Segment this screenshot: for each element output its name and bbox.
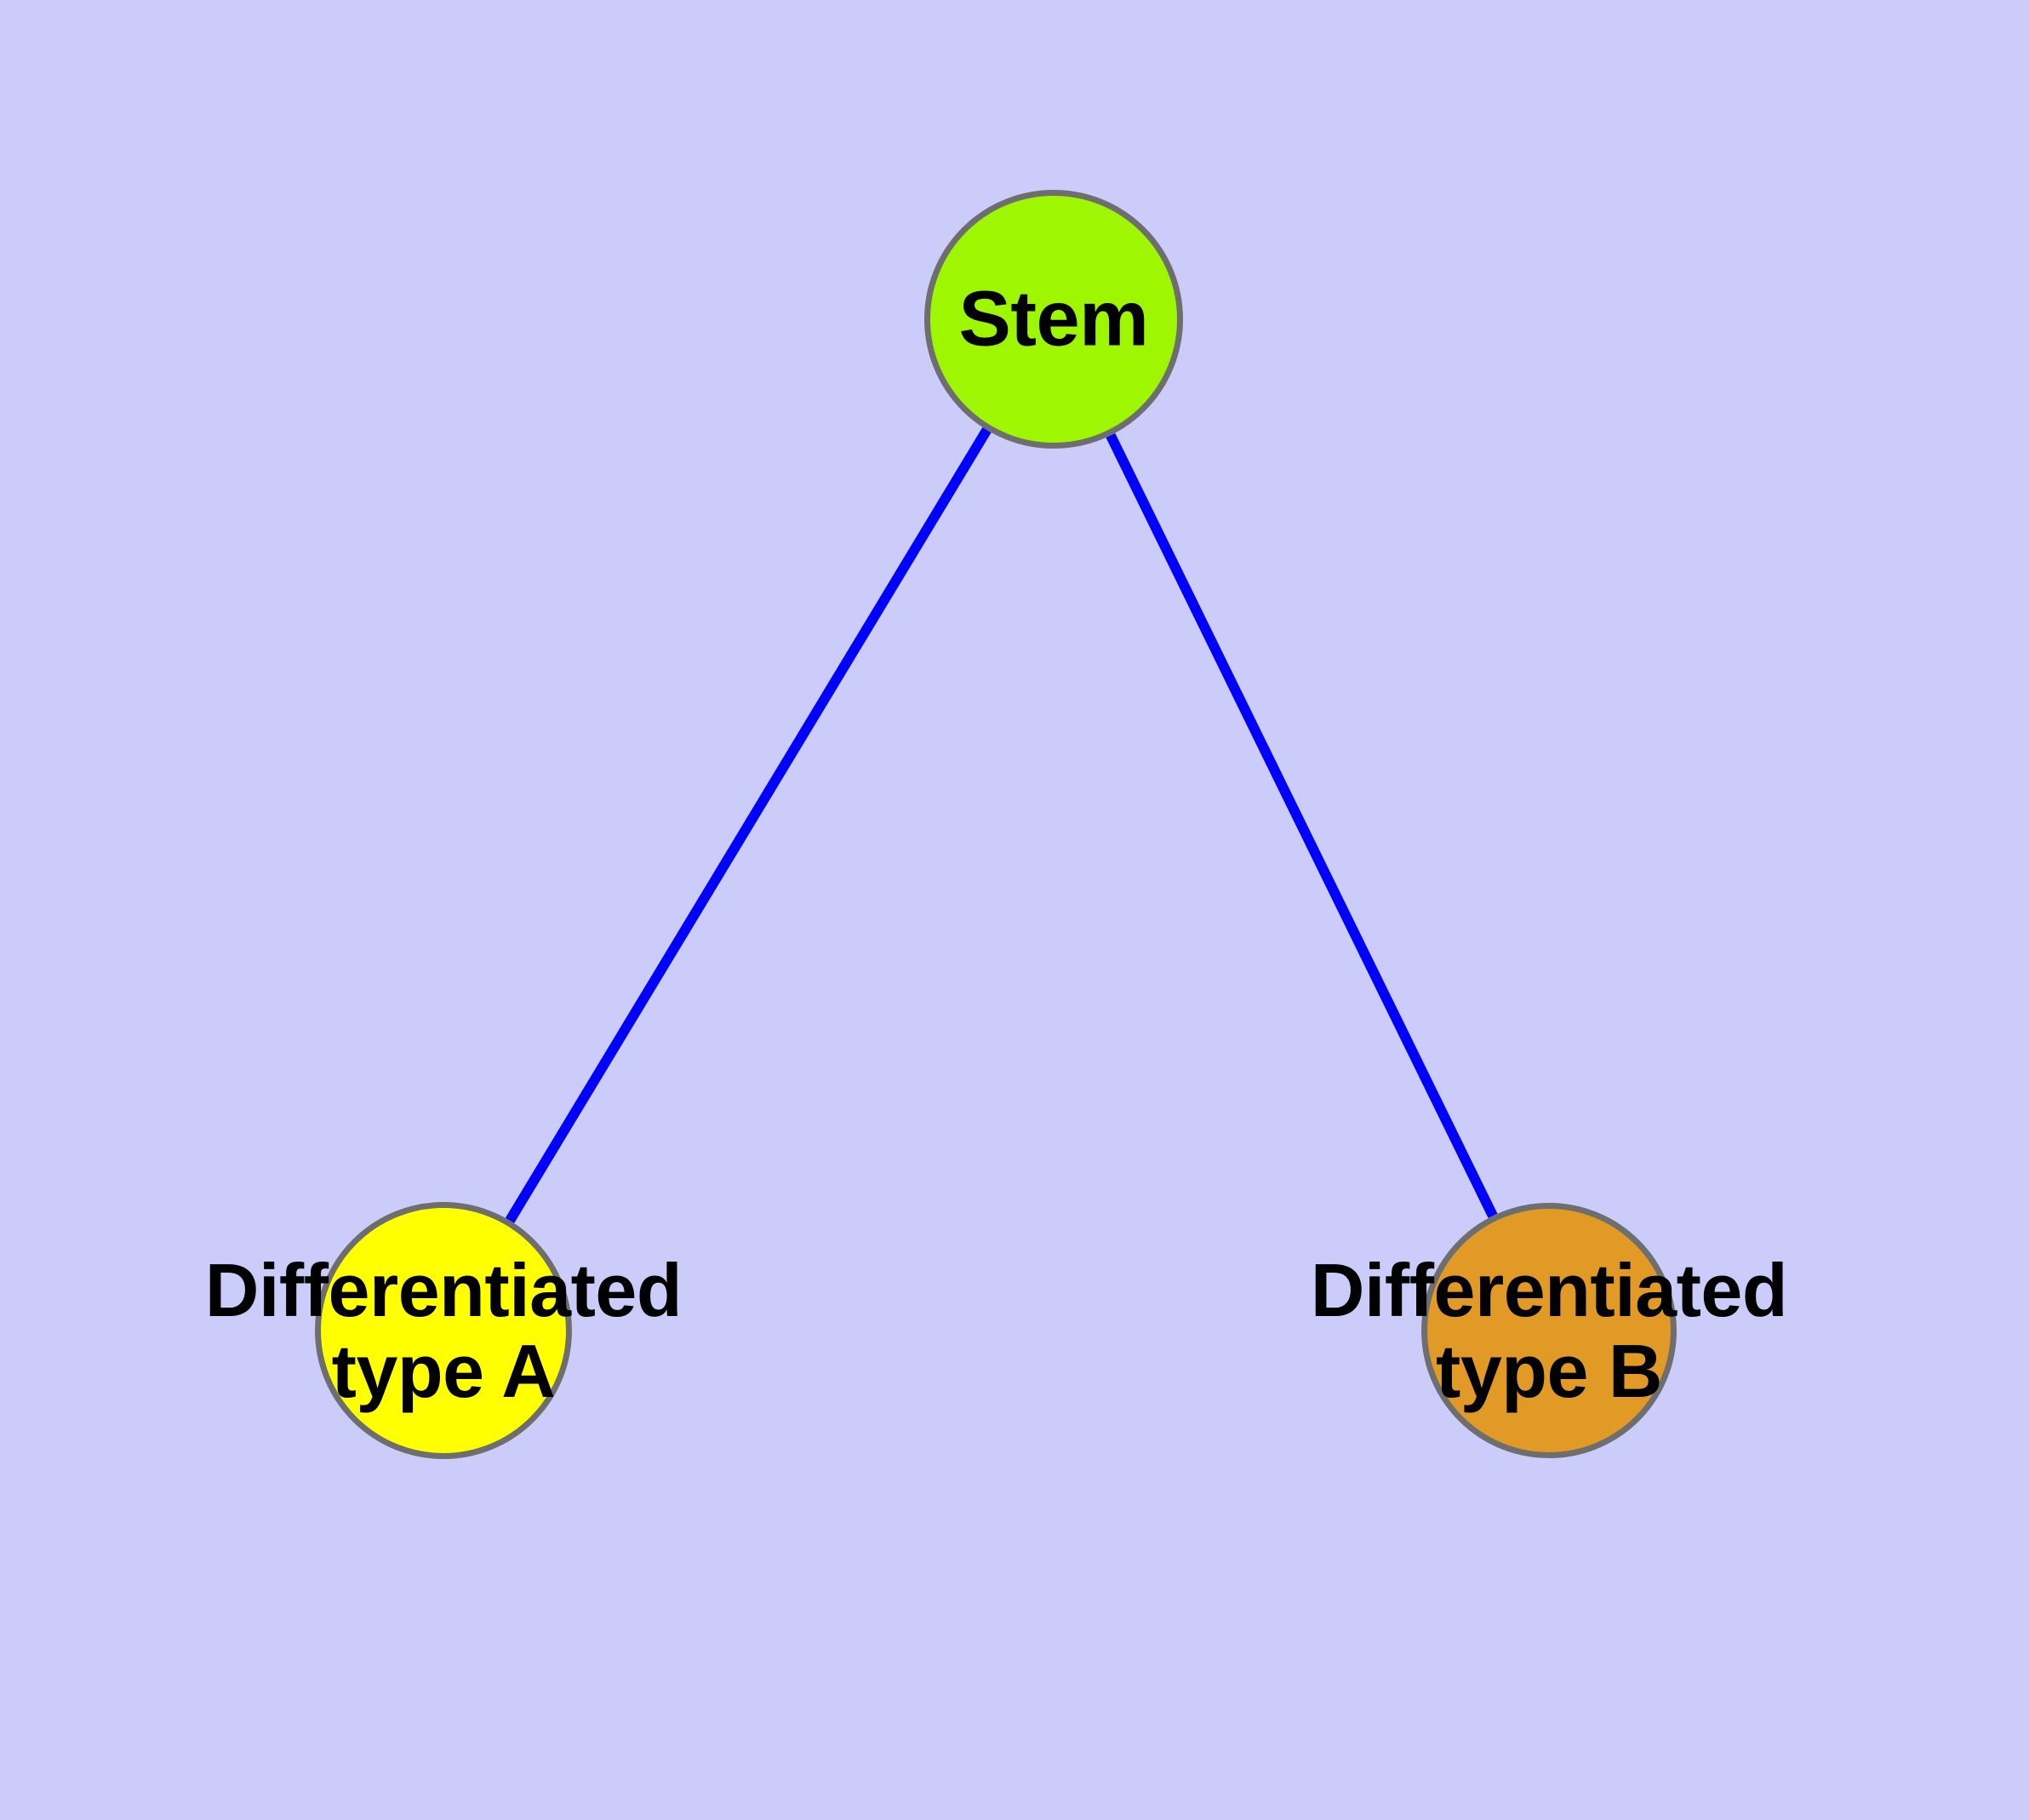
node-differentiated-type-b[interactable]: Differentiated type B	[1311, 1203, 1788, 1458]
edge-stem-to-differentiated-type-a[interactable]	[505, 427, 992, 1223]
node-stem-label-line-1: Stem	[958, 275, 1149, 363]
node-differentiated-type-a-label-line-2: type A	[331, 1329, 556, 1413]
node-differentiated-type-a-circle	[315, 1202, 572, 1459]
node-differentiated-type-b-label: Differentiated type B	[1310, 1247, 1788, 1413]
node-stem[interactable]: Stem	[924, 190, 1183, 449]
node-stem-label: Stem	[958, 275, 1149, 363]
node-differentiated-type-a-label-line-1: Differentiated	[204, 1247, 683, 1332]
node-differentiated-type-b-label-line-1: Differentiated	[1310, 1247, 1788, 1332]
node-differentiated-type-b-circle	[1421, 1203, 1677, 1458]
node-differentiated-type-b-label-line-2: type B	[1436, 1329, 1662, 1413]
node-differentiated-type-a-label: Differentiated type A	[204, 1247, 683, 1413]
node-differentiated-type-a[interactable]: Differentiated type A	[205, 1202, 683, 1459]
edge-stem-to-differentiated-type-b[interactable]	[1106, 432, 1498, 1218]
node-stem-circle	[924, 190, 1183, 449]
